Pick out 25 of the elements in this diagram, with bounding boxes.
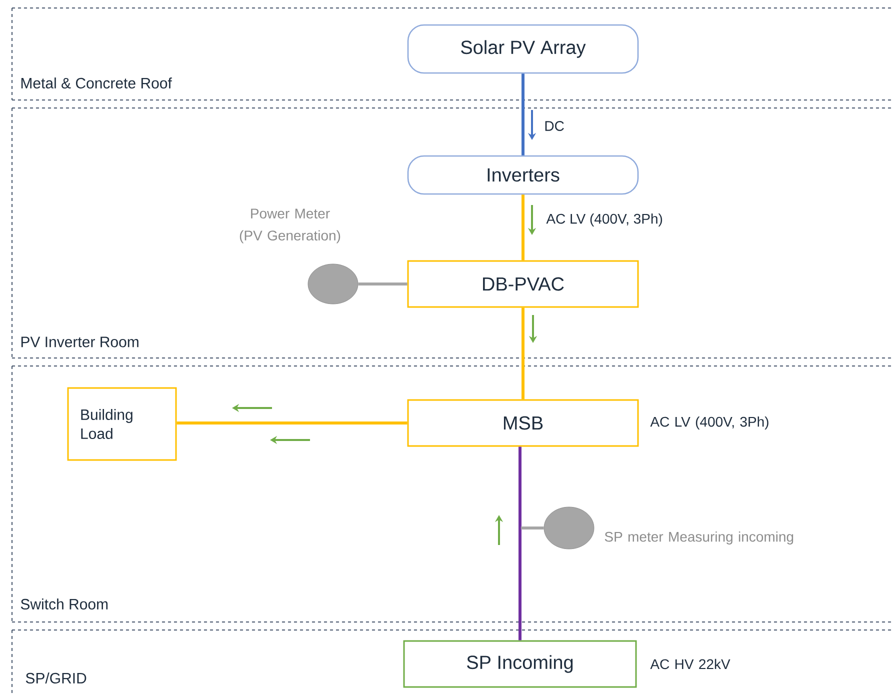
- process-box: DB-PVAC: [407, 260, 639, 308]
- process-box: SP Incoming: [403, 640, 637, 688]
- zone-label: PV Inverter Room: [21, 336, 138, 348]
- zone-label: Switch Room: [20, 598, 108, 610]
- meter-circle: [544, 506, 594, 550]
- zone-label: Metal & Concrete Roof: [21, 78, 172, 88]
- process-box: Building Load: [67, 387, 177, 461]
- node-caption: AC HV 22kV: [650, 658, 730, 670]
- node-caption: AC LV (400V, 3Ph): [650, 416, 768, 430]
- node-caption: Power Meter (PV Generation): [240, 208, 340, 244]
- edge-label: DC: [545, 121, 564, 131]
- meter-circle: [308, 264, 358, 304]
- node-caption: SP meter Measuring incoming: [604, 531, 794, 545]
- connector-line: [518, 446, 522, 640]
- connector-line: [358, 282, 408, 286]
- connector-line: [522, 308, 524, 400]
- connector-line: [176, 422, 408, 424]
- edge-label: AC LV (400V, 3Ph): [546, 213, 662, 227]
- connector-line: [521, 526, 544, 530]
- rounded-box: Solar PV Array: [407, 24, 639, 74]
- process-box: MSB: [407, 399, 639, 447]
- connector-line: [522, 194, 524, 260]
- connector-line: [522, 74, 524, 156]
- rounded-box: Inverters: [407, 155, 639, 195]
- zone-label: SP/GRID: [26, 672, 86, 684]
